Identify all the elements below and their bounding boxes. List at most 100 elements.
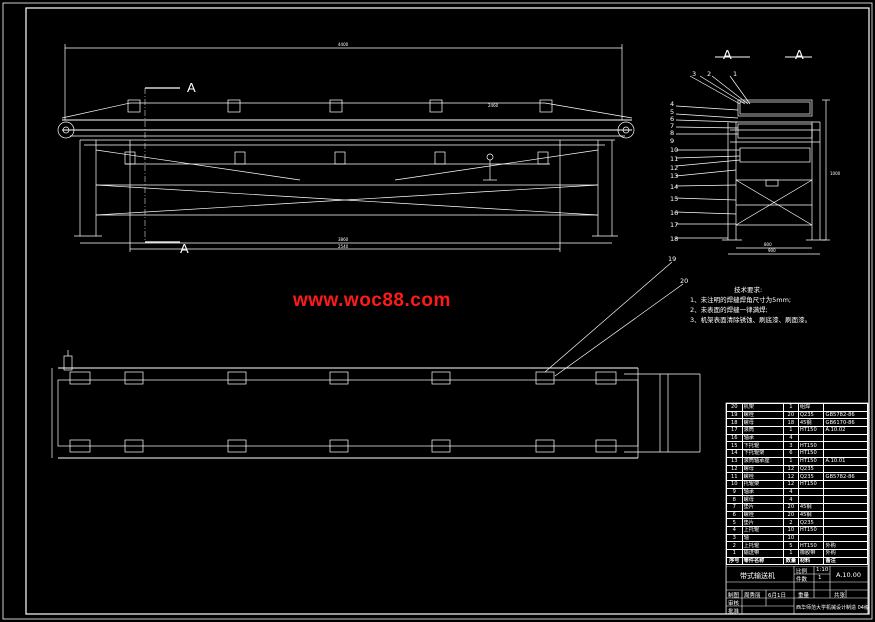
svg-text:1000: 1000 — [830, 171, 841, 176]
callout-number: 4 — [670, 100, 675, 108]
callout-number: 2 — [707, 70, 712, 78]
bom-cell-qty: 2 — [782, 518, 799, 527]
bom-cell-no: 4 — [726, 526, 743, 535]
callout-number: 3 — [692, 70, 697, 78]
tech-requirement-item: 2、未表面的焊缝一律满焊; — [690, 306, 768, 314]
bom-cell-no: 1 — [726, 549, 743, 558]
bom-cell-qty: 10 — [782, 533, 799, 543]
bom-cell-no: 19 — [726, 410, 743, 420]
bom-cell-mat: 45钢 — [797, 510, 825, 520]
bom-cell-code: A.10.01 — [823, 456, 868, 466]
bom-cell-qty: 6 — [782, 449, 799, 458]
bom-cell-mat: Q235 — [797, 464, 825, 474]
bom-cell-name: 螺母 — [741, 495, 784, 504]
bom-cell-name: 螺母 — [741, 464, 784, 474]
sheet-value: 1 — [818, 575, 822, 581]
drawing-name: 带式输送机 — [740, 572, 775, 580]
callout-number: 9 — [670, 137, 675, 145]
bom-cell-name: 轴承 — [741, 433, 784, 443]
callout-number: 11 — [670, 155, 679, 163]
material-label: 共张 — [834, 593, 846, 599]
bom-cell-name: 下托辊架 — [741, 449, 784, 458]
bom-cell-code — [823, 518, 868, 527]
title-block: 带式输送机 比例 1:10 件数 1 A.10.00 制图 周秀丽 6月1日 审… — [726, 566, 869, 615]
bom-cell-no: 13 — [726, 456, 743, 466]
bom-cell-mat: 材料 — [797, 556, 825, 566]
bom-cell-code: 备注 — [823, 556, 868, 566]
bom-cell-no: 17 — [726, 426, 743, 435]
side-section — [675, 56, 830, 255]
bom-cell-mat: HT150 — [797, 426, 825, 435]
bom-cell-name: 螺母 — [741, 418, 784, 428]
bom-cell-name: 螺栓 — [741, 410, 784, 420]
bom-cell-name: 机架 — [741, 403, 784, 412]
svg-text:4400: 4400 — [338, 42, 349, 47]
bom-cell-no: 15 — [726, 441, 743, 451]
bom-cell-code: A.10.02 — [823, 426, 868, 435]
bom-cell-no: 3 — [726, 533, 743, 543]
bom-cell-mat: HT150 — [797, 441, 825, 451]
bom-cell-name: 上托辊 — [741, 541, 784, 551]
section-mark-a-side-right: A — [795, 47, 804, 62]
design-date: 6月1日 — [768, 593, 786, 599]
weight-label: 重量 — [798, 593, 810, 599]
callout-number: 18 — [670, 235, 679, 243]
bom-cell-name: 上托辊 — [741, 526, 784, 535]
callout-number: 16 — [670, 209, 679, 217]
bom-cell-mat: HT150 — [797, 456, 825, 466]
bom-cell-code — [823, 502, 868, 512]
bom-cell-no: 16 — [726, 433, 743, 443]
drawing-number: A.10.00 — [836, 571, 862, 579]
bom-cell-qty: 20 — [782, 510, 799, 520]
callout-number: 17 — [670, 221, 679, 229]
bom-cell-name: 输送带 — [741, 549, 784, 558]
bom-cell-code: GB5782-86 — [823, 410, 868, 420]
bom-cell-code — [823, 403, 868, 412]
bom-cell-qty: 18 — [782, 418, 799, 428]
bom-cell-mat: Q235 — [797, 472, 825, 481]
callout-number: 1 — [733, 70, 738, 78]
bom-cell-name: 零件名称 — [741, 556, 784, 566]
bom-cell-name: 垫片 — [741, 518, 784, 527]
scale-label: 比例 — [796, 569, 808, 575]
bom-cell-mat: 组焊 — [797, 403, 825, 412]
bom-cell-no: 7 — [726, 502, 743, 512]
svg-text:3860: 3860 — [338, 237, 349, 242]
bom-cell-mat — [797, 487, 825, 497]
bom-cell-mat: Q235 — [797, 518, 825, 527]
bom-cell-no: 6 — [726, 510, 743, 520]
bom-cell-name: 下托辊 — [741, 441, 784, 451]
callout-number: 20 — [680, 277, 689, 285]
bom-cell-mat: 45钢 — [797, 418, 825, 428]
designer-name: 周秀丽 — [744, 593, 761, 599]
bom-cell-no: 11 — [726, 472, 743, 481]
bom-cell-qty: 20 — [782, 502, 799, 512]
bom-cell-no: 14 — [726, 449, 743, 458]
svg-text:800: 800 — [764, 242, 772, 247]
bom-cell-name: 螺栓 — [741, 510, 784, 520]
bom-cell-name: 轴 — [741, 533, 784, 543]
bom-cell-no: 20 — [726, 403, 743, 412]
callout-number: 19 — [668, 255, 677, 263]
bom-cell-qty: 4 — [782, 433, 799, 443]
bom-cell-qty: 数量 — [782, 556, 799, 566]
bom-cell-mat: HT150 — [797, 449, 825, 458]
callout-number: 12 — [670, 164, 679, 172]
bom-cell-name: 轴承 — [741, 487, 784, 497]
dimension-texts: 4400 2460 3860 2540 800 900 1000 — [338, 42, 841, 253]
bom-cell-code — [823, 510, 868, 520]
bom-cell-qty: 1 — [782, 403, 799, 412]
sheet-label: 件数 — [796, 577, 808, 583]
bom-cell-code — [823, 495, 868, 504]
